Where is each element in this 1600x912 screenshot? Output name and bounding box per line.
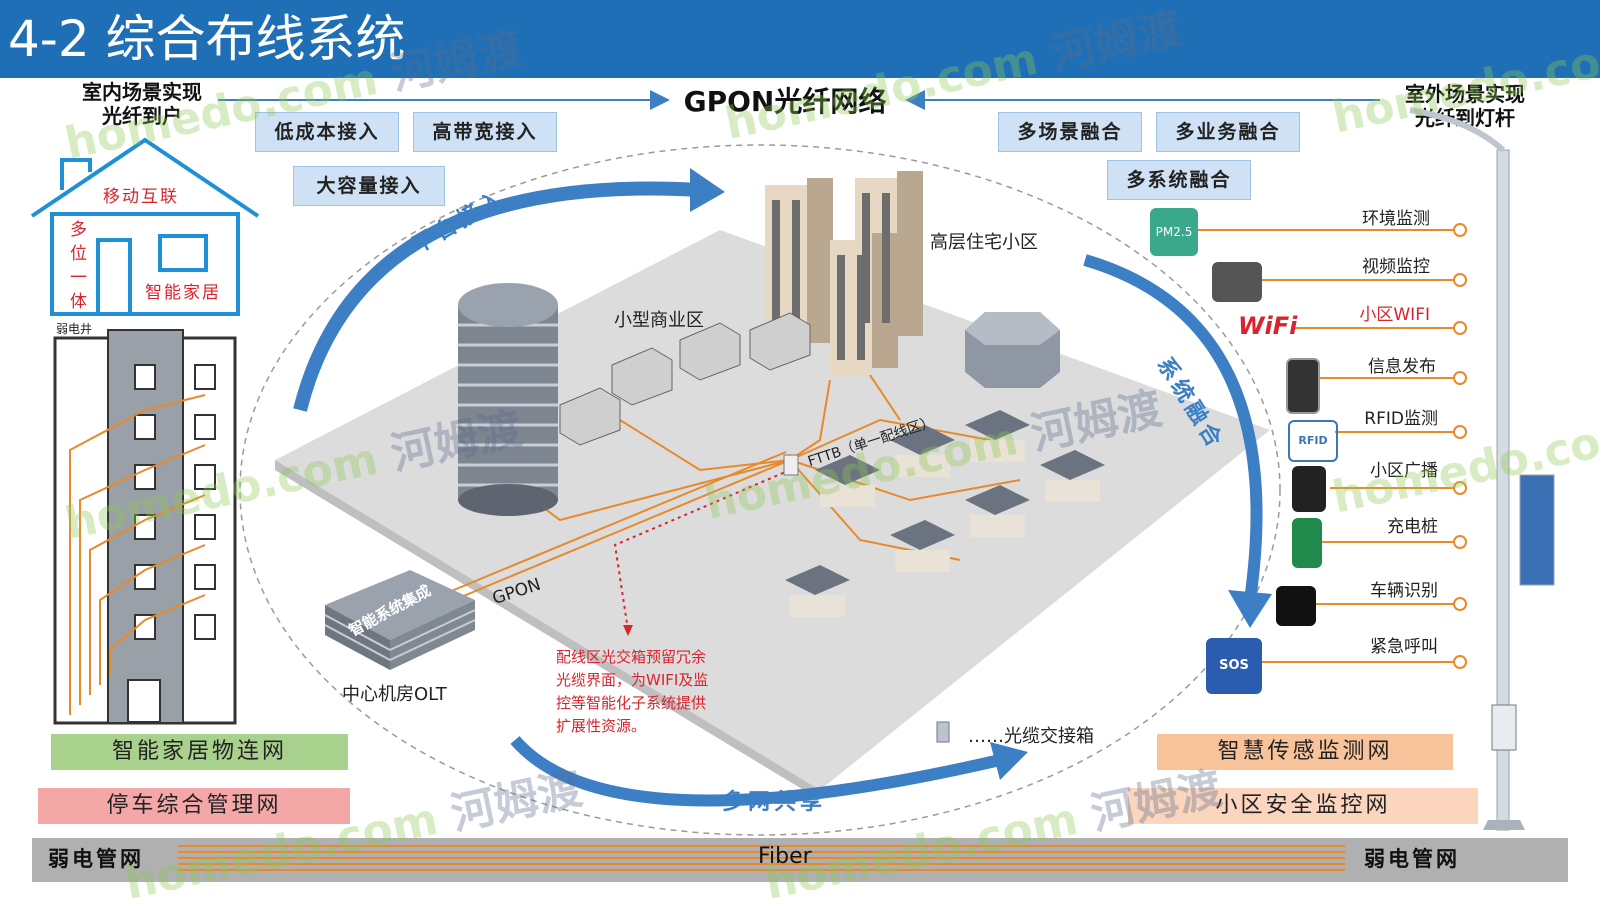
street-lamp	[1409, 107, 1555, 831]
ground-edge	[275, 460, 820, 800]
network-ellipse	[239, 144, 1281, 836]
olt-building	[324, 570, 476, 670]
service-wifi: 小区WIFI	[1359, 305, 1430, 325]
fttb-note: 配线区光交箱预留冗余 光缆界面，为WIFI及监 控等智能化子系统提供 扩展性资源…	[556, 646, 708, 738]
wall-char-2: 位	[70, 244, 87, 264]
platform-arrowhead	[690, 168, 725, 212]
pill-multi-system: 多系统融合	[1107, 160, 1251, 200]
rfid-icon: RFID	[1288, 420, 1338, 462]
wifi-icon: WiFi	[1238, 312, 1298, 340]
house-roof-text: 移动互联	[103, 187, 179, 207]
band-sensing: 智慧传感监测网	[1157, 734, 1453, 770]
charger-icon	[1292, 518, 1322, 568]
left-tower	[53, 329, 237, 725]
commercial-label: 小型商业区	[614, 310, 704, 331]
title-bar	[0, 0, 1600, 78]
indoor-label: 室内场景实现 光纤到户	[62, 80, 222, 128]
pill-multi-scene: 多场景融合	[998, 112, 1142, 152]
wall-char-4: 体	[70, 292, 87, 312]
cable-box-label: ……光缆交接箱	[968, 726, 1094, 747]
camera-icon	[1212, 262, 1262, 302]
network-arrowhead	[990, 742, 1028, 780]
note-line-2: 光缆界面，为WIFI及监	[556, 671, 709, 689]
gpon-network-label: GPON光纤网络	[683, 85, 887, 118]
olt-label: 中心机房OLT	[342, 684, 447, 705]
pill-low-cost: 低成本接入	[255, 112, 399, 152]
wall-char-3: 一	[70, 268, 87, 288]
indoor-line-1: 室内场景实现	[82, 80, 202, 104]
network-curve	[510, 736, 1002, 807]
pill-multi-service: 多业务融合	[1156, 112, 1300, 152]
octagon-building	[965, 312, 1060, 388]
platform-curve	[293, 181, 701, 412]
service-video: 视频监控	[1362, 257, 1430, 277]
outdoor-label: 室外场景实现 光纤到灯杆	[1385, 82, 1545, 130]
conduit-right-label: 弱电管网	[1364, 847, 1460, 871]
high-rise-label: 高层住宅小区	[930, 232, 1038, 253]
fttb-arrow-tip	[623, 625, 633, 636]
speaker-icon	[1292, 466, 1326, 512]
multi-network-label: 多网共享	[722, 790, 827, 815]
pill-large-capacity: 大容量接入	[293, 166, 445, 206]
service-emergency: 紧急呼叫	[1370, 637, 1438, 657]
service-lines	[1198, 223, 1467, 669]
pill-high-bandwidth: 高带宽接入	[413, 112, 557, 152]
phone-icon	[1286, 358, 1320, 414]
fiber-label: Fiber	[758, 844, 812, 869]
note-line-1: 配线区光交箱预留冗余	[556, 648, 707, 666]
plate-icon	[1276, 586, 1316, 626]
commercial-shops	[559, 312, 811, 446]
pm25-icon: PM2.5	[1150, 208, 1198, 256]
house-outline	[30, 137, 260, 316]
fttb-box	[783, 454, 799, 476]
service-info: 信息发布	[1368, 357, 1436, 377]
conduit-left-label: 弱电管网	[48, 847, 144, 871]
system-curve	[1083, 254, 1263, 601]
service-vehicle: 车辆识别	[1370, 581, 1438, 601]
house-smart-text: 智能家居	[145, 283, 221, 303]
service-environment: 环境监测	[1362, 209, 1430, 229]
service-rfid: RFID监测	[1364, 409, 1438, 429]
band-smart-home: 智能家居物连网	[51, 734, 348, 770]
page-title: 4-2 综合布线系统	[8, 10, 406, 68]
houses	[785, 410, 1105, 617]
shaft-label: 弱电井	[56, 322, 93, 336]
cable-box-icon	[936, 721, 950, 743]
indoor-line-2: 光纤到户	[102, 104, 182, 128]
note-line-3: 控等智能化子系统提供	[556, 694, 707, 712]
fttb-dotted-path	[613, 469, 791, 631]
wall-char-1: 多	[70, 220, 87, 240]
service-charger: 充电桩	[1387, 517, 1438, 537]
sos-icon: SOS	[1206, 638, 1262, 694]
service-broadcast: 小区广播	[1370, 461, 1438, 481]
band-parking: 停车综合管理网	[38, 788, 350, 824]
system-arrowhead	[1228, 590, 1272, 628]
house-wall-text: 多 位 一 体	[70, 218, 90, 314]
outdoor-line-1: 室外场景实现	[1405, 82, 1525, 106]
band-security: 小区安全监控网	[1128, 788, 1478, 824]
note-line-4: 扩展性资源。	[556, 717, 647, 735]
cylinder-tower	[458, 283, 558, 516]
